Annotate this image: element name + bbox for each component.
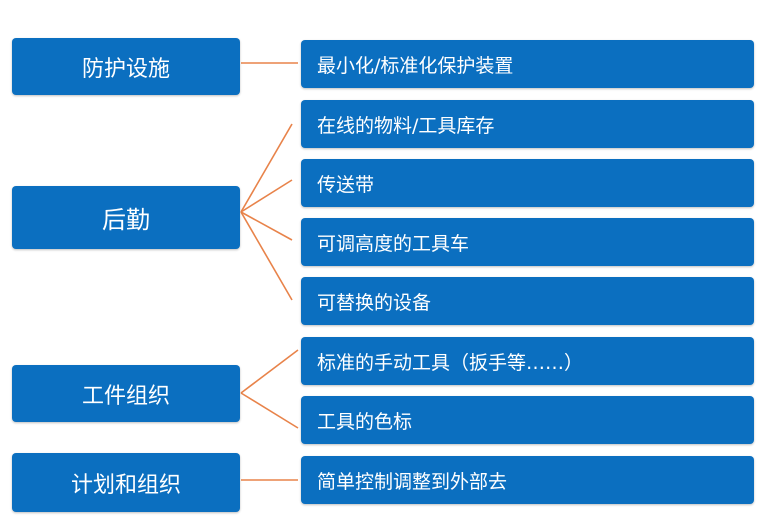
category-box: 后勤 xyxy=(12,186,240,249)
category-label: 防护设施 xyxy=(81,56,170,82)
connector-line xyxy=(240,349,299,394)
item-label: 标准的手动工具（扳手等……） xyxy=(317,351,584,374)
item-label: 可调高度的工具车 xyxy=(317,232,470,255)
item-box: 最小化/标准化保护装置 xyxy=(301,40,754,88)
item-box: 可调高度的工具车 xyxy=(301,218,754,266)
category-label: 计划和组织 xyxy=(70,472,181,498)
connector-line xyxy=(240,211,293,241)
item-box: 工具的色标 xyxy=(301,396,754,444)
category-label: 后勤 xyxy=(102,206,150,234)
connector-line xyxy=(240,179,293,213)
connector-line xyxy=(240,123,293,213)
item-label: 简单控制调整到外部去 xyxy=(317,470,508,493)
item-label: 传送带 xyxy=(317,173,375,196)
connector-line xyxy=(240,211,293,301)
item-label: 在线的物料/工具库存 xyxy=(317,114,495,137)
item-label: 可替换的设备 xyxy=(317,291,432,314)
item-box: 在线的物料/工具库存 xyxy=(301,100,754,148)
item-box: 简单控制调整到外部去 xyxy=(301,456,754,504)
item-box: 传送带 xyxy=(301,159,754,207)
category-box: 防护设施 xyxy=(12,38,240,95)
item-box: 标准的手动工具（扳手等……） xyxy=(301,337,754,385)
item-label: 工具的色标 xyxy=(317,410,413,433)
category-box: 计划和组织 xyxy=(12,453,240,512)
category-label: 工件组织 xyxy=(81,383,170,409)
category-box: 工件组织 xyxy=(12,365,240,422)
item-label: 最小化/标准化保护装置 xyxy=(317,54,514,77)
connector-line xyxy=(240,392,299,429)
item-box: 可替换的设备 xyxy=(301,277,754,325)
